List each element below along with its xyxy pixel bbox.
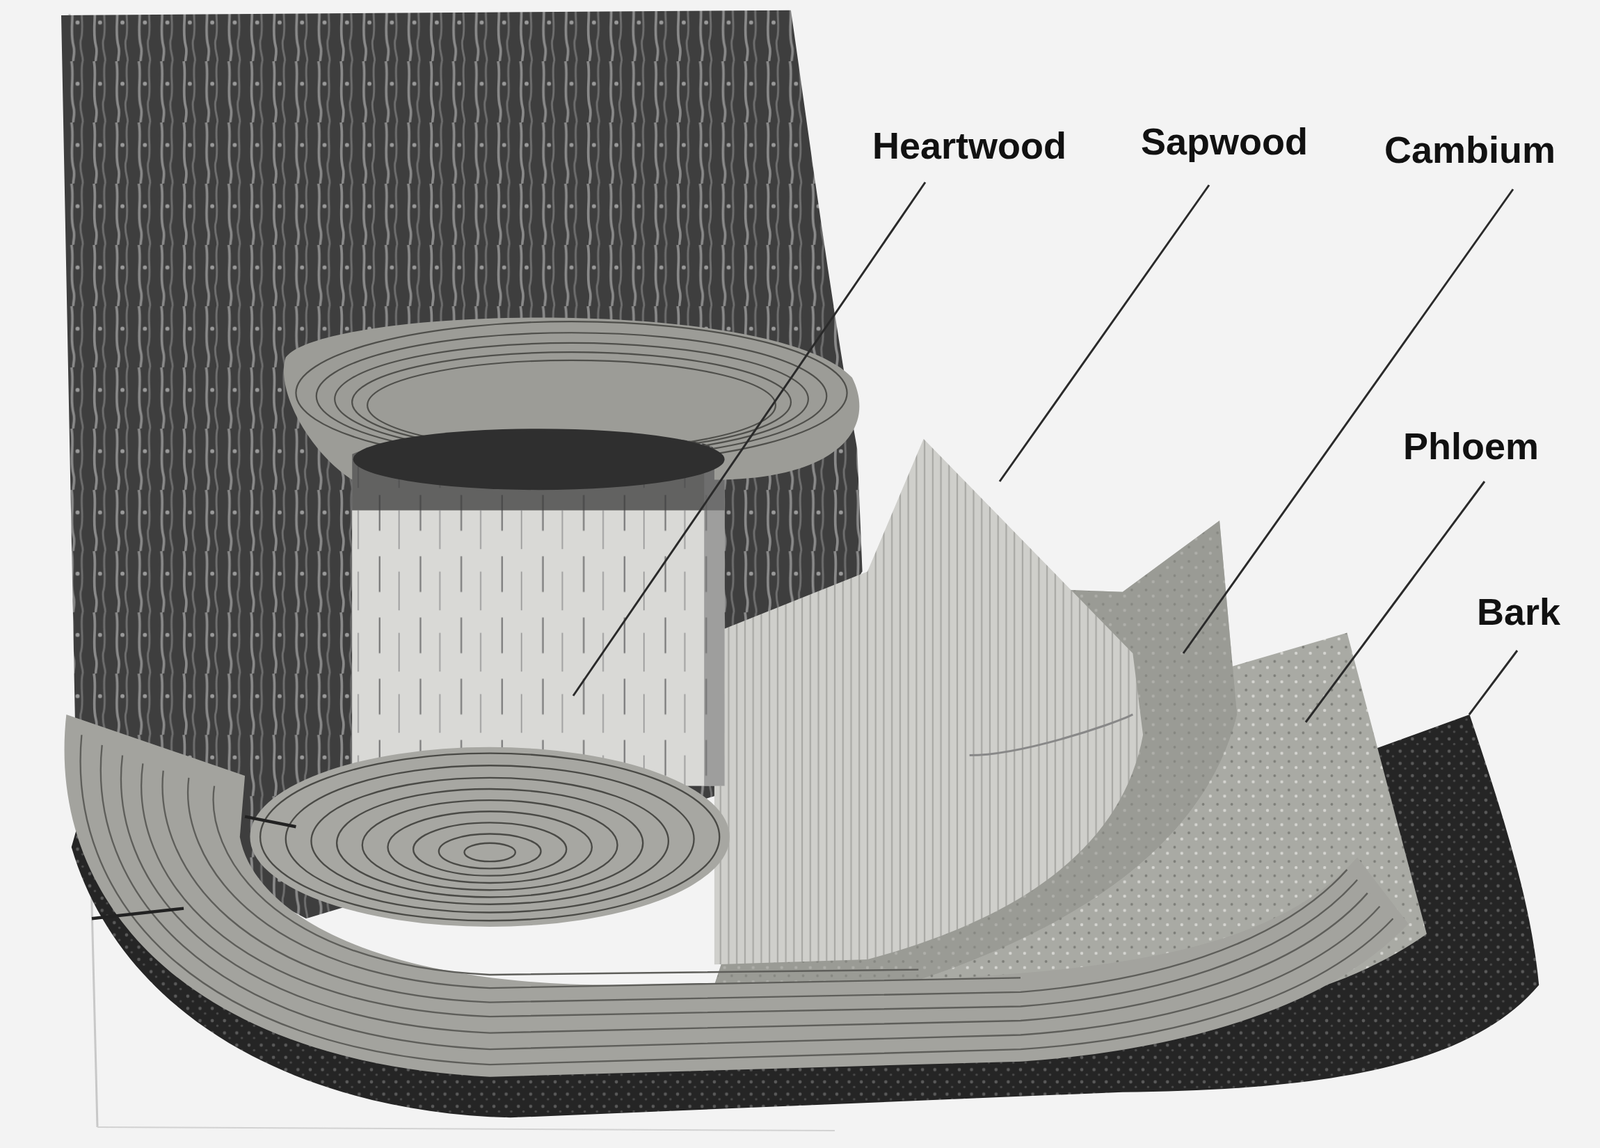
part-label: Sapwood bbox=[1140, 119, 1308, 163]
part-label: Bark bbox=[1476, 589, 1561, 634]
part-label: Heartwood bbox=[872, 123, 1067, 167]
part-label: Cambium bbox=[1384, 128, 1556, 172]
part-label: Phloem bbox=[1403, 424, 1539, 468]
